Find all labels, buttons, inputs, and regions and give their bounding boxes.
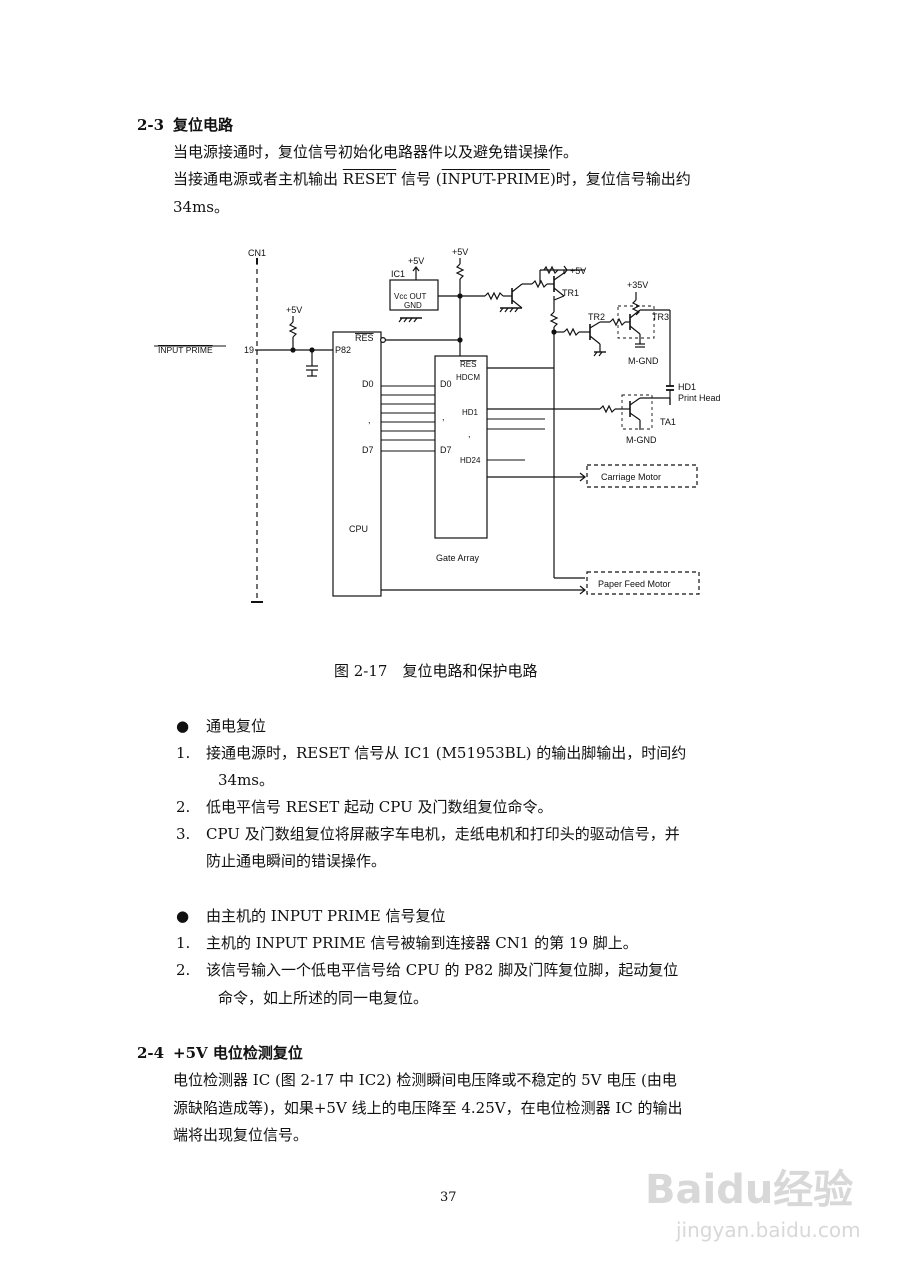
tr1-base-resistor	[484, 291, 504, 301]
ta1-label: TA1	[660, 417, 676, 427]
reset-signal: RESET	[342, 170, 397, 188]
p82-label: P82	[335, 345, 351, 355]
cpu-d0-label: D0	[362, 379, 374, 389]
list-number: 2.	[176, 798, 191, 816]
input-prime-signal: INPUT-PRIME	[441, 170, 550, 188]
section-number-2-4: 2-4	[137, 1044, 165, 1062]
bullet-dot: ●	[176, 907, 190, 925]
ta1-base-resistor	[599, 404, 616, 414]
ga-d7-label: D7	[440, 445, 452, 455]
watermark-url: jingyan.baidu.com	[676, 1218, 861, 1242]
ga-res-label: RES	[460, 360, 476, 369]
list-item-power-on-3: CPU 及门数组复位将屏蔽字车电机，走纸电机和打印头的驱动信号，并	[206, 825, 680, 843]
list-number: 1.	[176, 744, 191, 762]
pin-19-label: 19	[244, 345, 254, 355]
paragraph-1: 当电源接通时，复位信号初始化电路器件以及避免错误操作。	[173, 143, 579, 161]
list-number: 1.	[176, 934, 191, 952]
ga-hd1-label: HD1	[462, 408, 479, 417]
section-number-2-3: 2-3	[137, 116, 165, 134]
paper-feed-motor-block	[586, 571, 700, 595]
carriage-motor-label: Carriage Motor	[601, 472, 661, 482]
list-item-host-2: 该信号输入一个低电平信号给 CPU 的 P82 脚及门阵复位脚，起动复位	[206, 961, 679, 979]
paragraph-2-a: 当接通电源或者主机输出	[173, 170, 343, 188]
mgnd-label-b: M-GND	[626, 435, 657, 445]
cpu-res-label: RES	[355, 333, 374, 343]
tr1-label: TR1	[562, 288, 579, 298]
paragraph-2-c: )时，复位信号输出约	[549, 170, 691, 188]
cpu-block	[332, 331, 382, 597]
ic1-gnd-label: GND	[404, 301, 422, 310]
mgnd-label-a: M-GND	[628, 356, 659, 366]
plus5v-label-a: +5V	[286, 305, 302, 315]
hdcm-label: HDCM	[456, 373, 480, 382]
data-bus	[381, 385, 435, 452]
tr2-base-resistor	[563, 327, 580, 337]
ic1-label: IC1	[391, 269, 405, 279]
list-item-power-on-1: 接通电源时，RESET 信号从 IC1 (M51953BL) 的输出脚输出，时间…	[206, 744, 687, 762]
bullet-power-on-reset: 通电复位	[206, 717, 267, 735]
plus5v-label-c: +5V	[452, 247, 468, 257]
plus5v-label-b: +5V	[408, 256, 424, 266]
paragraph-2-b: 信号 (	[396, 170, 442, 188]
cpu-label: CPU	[349, 524, 368, 534]
section-2-4-line-3: 端将出现复位信号。	[173, 1126, 309, 1144]
print-head-label: Print Head	[678, 393, 721, 403]
list-item-host-2-cont: 命令，如上所述的同一电复位。	[218, 989, 429, 1007]
hd1-label: HD1	[678, 382, 696, 392]
svg-text:,: ,	[468, 429, 471, 439]
list-number: 3.	[176, 825, 191, 843]
figure-caption: 图 2-17 复位电路和保护电路	[334, 662, 538, 680]
reset-circuit-diagram: CN1 INPUT PRIME 19 +5V P82 RES D0 , D7 C…	[154, 247, 721, 603]
hd24-label: HD24	[460, 456, 481, 465]
list-item-power-on-1-cont: 34ms。	[218, 771, 275, 789]
gate-array-block	[434, 355, 488, 539]
input-prime-label: INPUT PRIME	[158, 345, 213, 355]
plus35v-label: +35V	[627, 280, 648, 290]
res-inverter-bubble	[380, 336, 387, 343]
section-2-4-line-2: 源缺陷造成等)，如果+5V 线上的电压降至 4.25V，在电位检测器 IC 的输…	[173, 1099, 683, 1117]
list-item-host-1: 主机的 INPUT PRIME 信号被输到连接器 CN1 的第 19 脚上。	[206, 934, 638, 952]
ga-d0-label: D0	[440, 379, 452, 389]
list-number: 2.	[176, 961, 191, 979]
section-title-2-3: 复位电路	[173, 116, 234, 134]
svg-text:,: ,	[368, 415, 371, 425]
cn1-label: CN1	[248, 248, 266, 258]
paragraph-2: 当接通电源或者主机输出 RESET 信号 (INPUT-PRIME)时，复位信号…	[173, 169, 691, 189]
plus5v-label-d: +5V	[570, 266, 586, 276]
svg-text:,: ,	[442, 412, 445, 422]
section-title-2-4: +5V 电位检测复位	[173, 1044, 303, 1062]
page-number: 37	[440, 1190, 457, 1205]
tr2-label: TR2	[588, 312, 605, 322]
bullet-dot: ●	[176, 717, 190, 735]
baidu-logo-watermark: Baidu经验	[645, 1167, 854, 1213]
section-2-4-line-1: 电位检测器 IC (图 2-17 中 IC2) 检测瞬间电压降或不稳定的 5V …	[173, 1071, 677, 1089]
paragraph-2-continued: 34ms。	[173, 198, 230, 216]
list-item-power-on-2: 低电平信号 RESET 起动 CPU 及门数组复位命令。	[206, 798, 553, 816]
paper-feed-motor-label: Paper Feed Motor	[598, 579, 671, 589]
ic1-block	[389, 279, 439, 311]
carriage-motor-block	[586, 464, 698, 488]
vcc-out-label: Vcc OUT	[394, 292, 427, 301]
gate-array-label: Gate Array	[436, 553, 480, 563]
tr3-label: TR3	[652, 312, 669, 322]
bullet-host-reset: 由主机的 INPUT PRIME 信号复位	[206, 907, 446, 925]
pullup-resistor	[288, 321, 298, 338]
cpu-d7-label: D7	[362, 445, 374, 455]
list-item-power-on-3-cont: 防止通电瞬间的错误操作。	[206, 852, 387, 870]
